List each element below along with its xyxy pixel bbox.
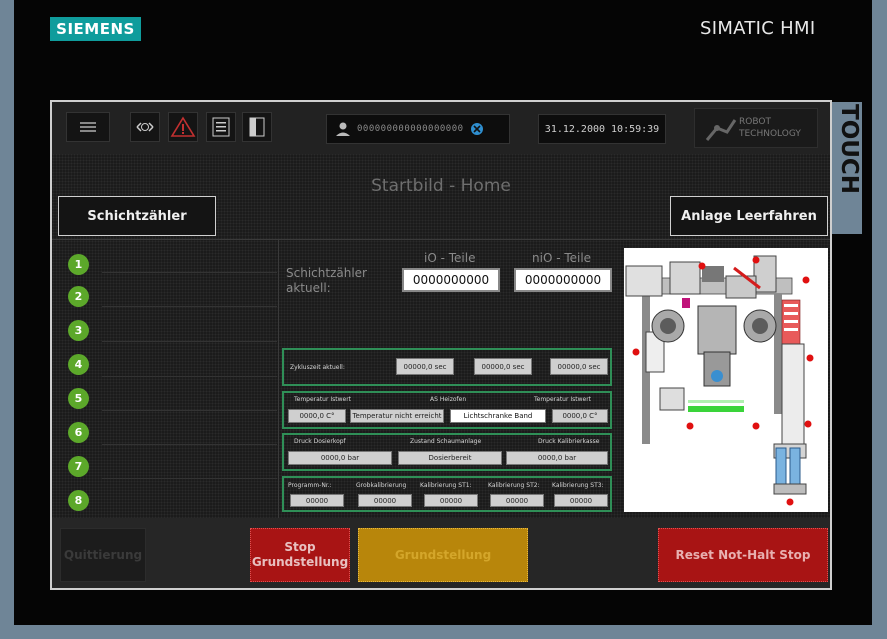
temp-label-left: Temperatur Istwert <box>294 396 352 403</box>
grundstellung-button[interactable]: Grundstellung <box>358 528 528 582</box>
pressure-label-right: Druck Kalibrierkasse <box>538 438 600 445</box>
counter-label-2: aktuell: <box>286 281 331 295</box>
temp-label-mid: AS Heizofen <box>430 396 467 403</box>
program-value-3: 00000 <box>424 494 478 507</box>
list-icon <box>212 117 230 137</box>
program-value-5: 00000 <box>554 494 608 507</box>
program-label-3: Kalibrierung ST1: <box>420 482 472 489</box>
pressure-value-2: Dosierbereit <box>398 451 502 465</box>
pressure-label-mid: Zustand Schaumanlage <box>410 438 482 445</box>
program-label-2: Grobkalibrierung <box>356 482 407 489</box>
page-title: Startbild - Home <box>371 176 511 196</box>
robot-technology-logo: ROBOT TECHNOLOGY <box>694 108 818 148</box>
list-button[interactable] <box>206 112 236 142</box>
menu-icon <box>80 122 96 132</box>
station-1[interactable]: 1 <box>68 254 89 275</box>
station-8[interactable]: 8 <box>68 490 89 511</box>
divider <box>52 239 830 240</box>
exit-button[interactable] <box>242 112 272 142</box>
user-icon <box>336 122 350 136</box>
nio-header: niO - Teile <box>532 251 592 265</box>
program-label-1: Programm-Nr.: <box>288 482 332 489</box>
station-7[interactable]: 7 <box>68 456 89 477</box>
robot-arm-icon <box>705 119 737 141</box>
schichtzaehler-button[interactable]: Schichtzähler <box>58 196 216 236</box>
program-value-2: 00000 <box>358 494 412 507</box>
touch-label: TOUCH <box>832 102 862 234</box>
robot-logo-line1: ROBOT <box>739 117 771 127</box>
device-label: SIMATIC HMI <box>700 18 816 39</box>
robot-logo-line2: TECHNOLOGY <box>739 129 801 139</box>
station-line <box>102 410 277 411</box>
user-id: 000000000000000000 <box>357 124 464 134</box>
station-line <box>102 478 277 479</box>
temp-value-1: 0000,0 C° <box>288 409 346 423</box>
program-label-4: Kalibrierung ST2: <box>488 482 540 489</box>
temp-label-right: Temperatur Istwert <box>534 396 592 403</box>
pressure-value-1: 0000,0 bar <box>288 451 392 465</box>
pressure-value-3: 0000,0 bar <box>506 451 608 465</box>
nio-counter: 0000000000 <box>514 268 612 292</box>
station-line <box>102 444 277 445</box>
temp-value-4: 0000,0 C° <box>552 409 608 423</box>
pressure-panel: Druck Dosierkopf Zustand Schaumanlage Dr… <box>282 433 612 471</box>
program-value-1: 00000 <box>290 494 344 507</box>
touch-label-text: TOUCH <box>836 104 862 195</box>
station-6[interactable]: 6 <box>68 422 89 443</box>
menu-button[interactable] <box>66 112 110 142</box>
program-value-4: 00000 <box>490 494 544 507</box>
cycle-label: Zykluszeit aktuell: <box>290 364 345 371</box>
stop-label-line1: Stop <box>284 540 316 554</box>
program-panel: Programm-Nr.: Grobkalibrierung Kalibrier… <box>282 476 612 512</box>
cycle-value-1: 00000,0 sec <box>396 358 454 375</box>
machine-overview-image <box>624 248 828 512</box>
temp-value-3: Lichtschranke Band <box>450 409 546 423</box>
station-line <box>102 306 277 307</box>
io-header: iO - Teile <box>424 251 476 265</box>
logout-icon[interactable] <box>470 122 484 136</box>
station-5[interactable]: 5 <box>68 388 89 409</box>
cycle-value-2: 00000,0 sec <box>474 358 532 375</box>
hmi-screen: 000000000000000000 31.12.2000 10:59:39 R… <box>50 100 832 590</box>
datetime-display: 31.12.2000 10:59:39 <box>538 114 666 144</box>
language-button[interactable] <box>130 112 160 142</box>
station-line <box>102 272 277 273</box>
pressure-label-left: Druck Dosierkopf <box>294 438 346 445</box>
anlage-leerfahren-button[interactable]: Anlage Leerfahren <box>670 196 828 236</box>
station-2[interactable]: 2 <box>68 286 89 307</box>
counter-label-1: Schichtzähler <box>286 266 367 280</box>
siemens-logo: SIEMENS <box>50 17 141 41</box>
user-field[interactable]: 000000000000000000 <box>326 114 510 144</box>
stop-grundstellung-button[interactable]: Stop Grundstellung <box>250 528 350 582</box>
station-line <box>102 341 277 342</box>
io-counter: 0000000000 <box>402 268 500 292</box>
machine-schematic-drawing <box>625 255 814 506</box>
warning-icon <box>170 116 196 137</box>
alarm-button[interactable] <box>168 112 198 142</box>
swap-icon <box>136 122 154 132</box>
door-icon <box>249 117 265 137</box>
reset-not-halt-button[interactable]: Reset Not-Halt Stop <box>658 528 828 582</box>
stop-label-line2: Grundstellung <box>251 555 349 569</box>
temp-value-2: Temperatur nicht erreicht <box>350 409 444 423</box>
quittierung-button[interactable]: Quittierung <box>60 528 146 582</box>
station-column: 1 2 3 4 5 6 7 8 <box>52 240 279 518</box>
station-line <box>102 376 277 377</box>
program-label-5: Kalibrierung ST3: <box>552 482 604 489</box>
station-4[interactable]: 4 <box>68 354 89 375</box>
top-bar: 000000000000000000 31.12.2000 10:59:39 R… <box>52 102 830 154</box>
temperature-panel: Temperatur Istwert AS Heizofen Temperatu… <box>282 391 612 429</box>
station-3[interactable]: 3 <box>68 320 89 341</box>
cycle-panel: Zykluszeit aktuell: 00000,0 sec 00000,0 … <box>282 348 612 386</box>
cycle-value-3: 00000,0 sec <box>550 358 608 375</box>
